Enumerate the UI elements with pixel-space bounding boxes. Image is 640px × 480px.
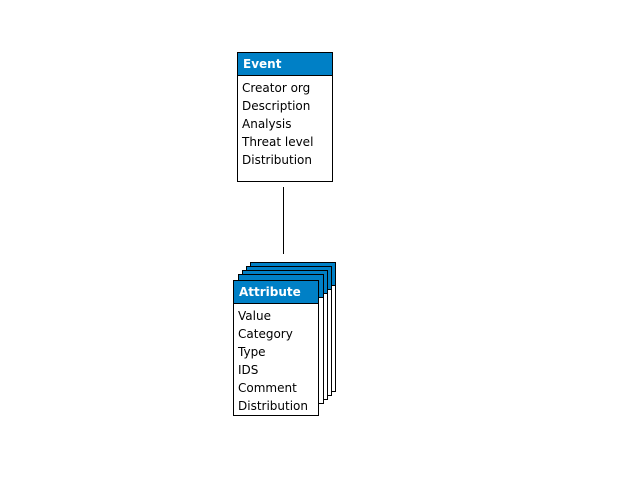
attribute-field: Comment bbox=[238, 381, 297, 395]
attribute-field: Type bbox=[238, 345, 266, 359]
event-field: Threat level bbox=[242, 135, 314, 149]
attribute-entity: Attribute Value Category Type IDS Commen… bbox=[233, 280, 319, 416]
event-field: Creator org bbox=[242, 81, 311, 95]
attribute-field: Value bbox=[238, 309, 271, 323]
event-field: Analysis bbox=[242, 117, 292, 131]
attribute-entity-title: Attribute bbox=[234, 281, 318, 304]
attribute-field-list: Value Category Type IDS Comment Distribu… bbox=[234, 304, 318, 415]
event-attribute-connector bbox=[283, 187, 284, 254]
attribute-field: Category bbox=[238, 327, 293, 341]
event-entity-title: Event bbox=[238, 53, 332, 76]
attribute-field: IDS bbox=[238, 363, 259, 377]
event-entity: Event Creator org Description Analysis T… bbox=[237, 52, 333, 182]
attribute-field: Distribution bbox=[238, 399, 309, 413]
event-field-list: Creator org Description Analysis Threat … bbox=[238, 76, 332, 169]
event-field: Description bbox=[242, 99, 311, 113]
event-field: Distribution bbox=[242, 153, 313, 167]
